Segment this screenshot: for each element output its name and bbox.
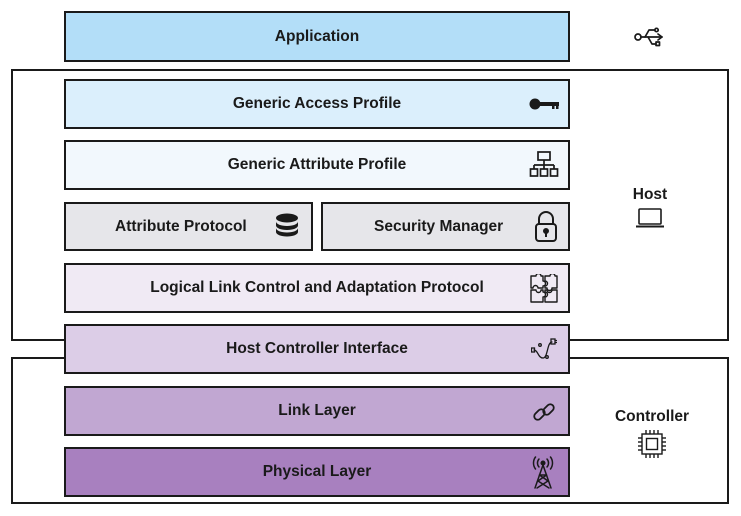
gatt-layer: Generic Attribute Profile (64, 140, 570, 190)
chip-icon (637, 429, 667, 464)
gatt-label: Generic Attribute Profile (227, 156, 407, 173)
antenna-tower-icon (528, 455, 558, 491)
padlock-icon (533, 209, 559, 245)
link-icon (530, 398, 558, 426)
host-group-label: Host (610, 186, 690, 234)
sm-layer: Security Manager (321, 202, 570, 251)
gap-label: Generic Access Profile (232, 95, 402, 112)
l2cap-label: Logical Link Control and Adaptation Prot… (150, 279, 484, 296)
application-label: Application (274, 27, 360, 45)
hci-layer: Host Controller Interface (64, 324, 570, 374)
hci-label: Host Controller Interface (226, 340, 408, 357)
cable-icon (530, 336, 558, 364)
att-label: Attribute Protocol (115, 217, 247, 235)
l2cap-layer: Logical Link Control and Adaptation Prot… (64, 263, 570, 313)
application-layer: Application (64, 11, 570, 62)
key-icon (528, 93, 562, 115)
phy-label: Physical Layer (262, 463, 372, 480)
usb-icon (632, 23, 666, 51)
att-layer: Attribute Protocol (64, 202, 313, 251)
ll-label: Link Layer (278, 402, 356, 419)
puzzle-icon (528, 273, 560, 305)
gap-layer: Generic Access Profile (64, 79, 570, 129)
host-label: Host (632, 186, 668, 203)
database-icon (274, 213, 300, 241)
ll-layer: Link Layer (64, 386, 570, 436)
hierarchy-icon (528, 149, 560, 181)
sm-label: Security Manager (374, 217, 504, 235)
laptop-icon (635, 207, 665, 234)
controller-group-label: Controller (605, 408, 699, 464)
controller-label: Controller (614, 408, 690, 425)
phy-layer: Physical Layer (64, 447, 570, 497)
